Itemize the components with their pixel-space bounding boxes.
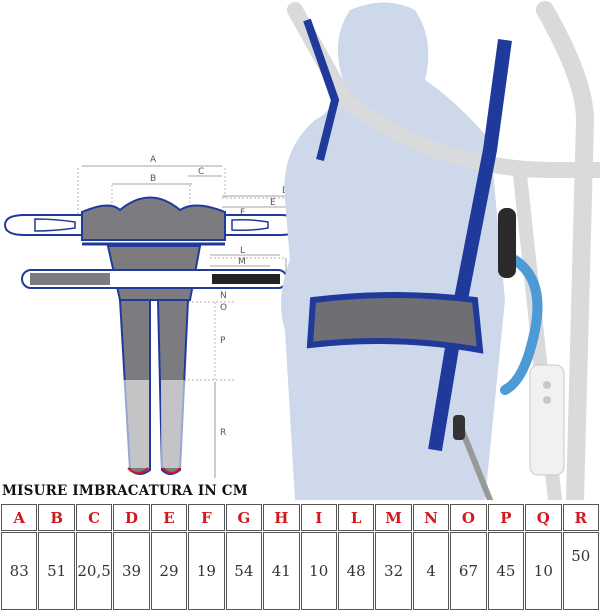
svg-text:N: N [220,291,227,301]
svg-text:P: P [220,336,226,346]
sling-legs [118,299,190,475]
letter-cell: I [300,504,337,531]
letter-cell: R [562,504,599,531]
svg-text:O: O [220,303,227,313]
svg-text:A: A [150,155,157,165]
svg-text:B: B [150,174,156,184]
value-cell: 83 [1,532,38,610]
svg-text:R: R [220,428,226,438]
value-cell: 10 [525,532,562,610]
value-cell: 50 [562,532,599,610]
sling-left-wing [3,214,86,236]
svg-text:C: C [198,167,204,177]
letter-cell: G [225,504,263,531]
letter-cell: C [75,504,113,531]
sling-belt [21,269,288,289]
value-cell: 20,5 [75,532,113,610]
product-photo [281,1,600,500]
letter-cell: E [150,504,188,531]
svg-text:E: E [270,198,276,208]
letter-cell: Q [525,504,562,531]
value-cell: 10 [300,532,337,610]
letter-cell: B [38,504,75,531]
letter-cell: F [188,504,225,531]
measures-table: A B C D E F G H I L M N O P Q R 83 51 20… [0,503,600,611]
letter-cell: L [337,504,375,531]
svg-text:M: M [238,257,246,267]
value-row: 83 51 20,5 39 29 19 54 41 10 48 32 4 67 … [1,532,599,610]
value-cell: 19 [188,532,225,610]
value-cell: 29 [150,532,188,610]
letter-cell: O [450,504,487,531]
value-cell: 39 [113,532,150,610]
svg-text:F: F [240,208,245,218]
value-cell: 67 [450,532,487,610]
value-cell: 32 [375,532,412,610]
letter-cell: A [1,504,38,531]
sling-on-patient [306,292,484,354]
letter-cell: P [487,504,525,531]
sling-right-wing [221,214,300,236]
letter-cell: D [113,504,150,531]
letter-row: A B C D E F G H I L M N O P Q R [1,504,599,531]
value-cell: 48 [337,532,375,610]
value-cell: 41 [263,532,300,610]
sling-back-panel [81,196,226,241]
letter-cell: M [375,504,412,531]
value-cell: 51 [38,532,75,610]
letter-cell: N [412,504,450,531]
measures-heading: MISURE IMBRACATURA IN CM [2,483,248,499]
svg-text:L: L [240,246,245,256]
letter-cell: H [263,504,300,531]
value-cell: 54 [225,532,263,610]
sling-diagram: A B C D E F G H I L M N O P Q R [3,155,319,478]
value-cell: 4 [412,532,450,610]
value-cell: 45 [487,532,525,610]
